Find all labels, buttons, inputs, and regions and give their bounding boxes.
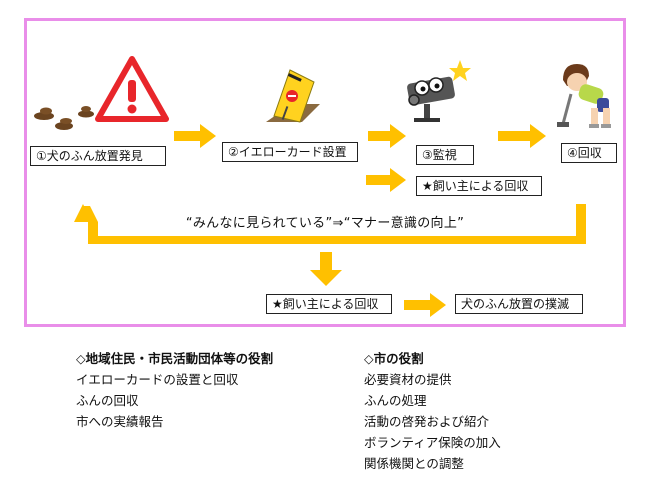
city-role-item: 関係機関との調整: [364, 456, 464, 471]
arrow-step1-to-step2: [174, 124, 216, 148]
yellow-card-icon: [266, 69, 320, 123]
city-role-item: 活動の啓発および紹介: [364, 414, 490, 429]
community-role-item: イエローカードの設置と回収: [76, 372, 239, 387]
step-3-box: ③監視: [416, 145, 474, 165]
arrow-to-owner-pickup: [366, 168, 406, 192]
community-roles-heading: ◇地域住民・市民活動団体等の役割: [76, 351, 274, 366]
city-roles-heading: ◇市の役割: [364, 351, 424, 366]
city-role-item: ふんの処理: [364, 393, 427, 408]
slogan: “みんなに見られている”⇒“マナー意識の向上”: [185, 216, 465, 231]
city-roles: ◇市の役割 必要資材の提供 ふんの処理 活動の啓発および紹介 ボランティア保険の…: [364, 348, 594, 474]
result-box: 犬のふん放置の撲滅: [455, 294, 583, 314]
person-picking-up-icon: [557, 64, 611, 128]
step-2-box: ②イエローカード設置: [222, 142, 358, 162]
owner-pickup-box-top: ★飼い主による回収: [416, 176, 542, 196]
step-1-box: ①犬のふん放置発見: [30, 146, 166, 166]
community-role-item: 市への実績報告: [76, 414, 164, 429]
arrow-down: [310, 252, 342, 286]
community-roles: ◇地域住民・市民活動団体等の役割 イエローカードの設置と回収 ふんの回収 市への…: [76, 348, 336, 432]
surveillance-camera-icon: [407, 60, 471, 122]
arrow-step3-to-step4: [498, 124, 546, 148]
city-role-item: 必要資材の提供: [364, 372, 452, 387]
arrow-step2-to-step3: [368, 124, 406, 148]
city-role-item: ボランティア保険の加入: [364, 435, 501, 450]
community-role-item: ふんの回収: [76, 393, 139, 408]
owner-pickup-box-bottom: ★飼い主による回収: [266, 294, 392, 314]
warning-sign-icon: [95, 56, 169, 122]
dog-poop-icon: [34, 106, 94, 130]
arrow-to-result: [404, 293, 446, 317]
step-4-box: ④回収: [561, 143, 617, 163]
diagram-frame: [24, 18, 626, 327]
